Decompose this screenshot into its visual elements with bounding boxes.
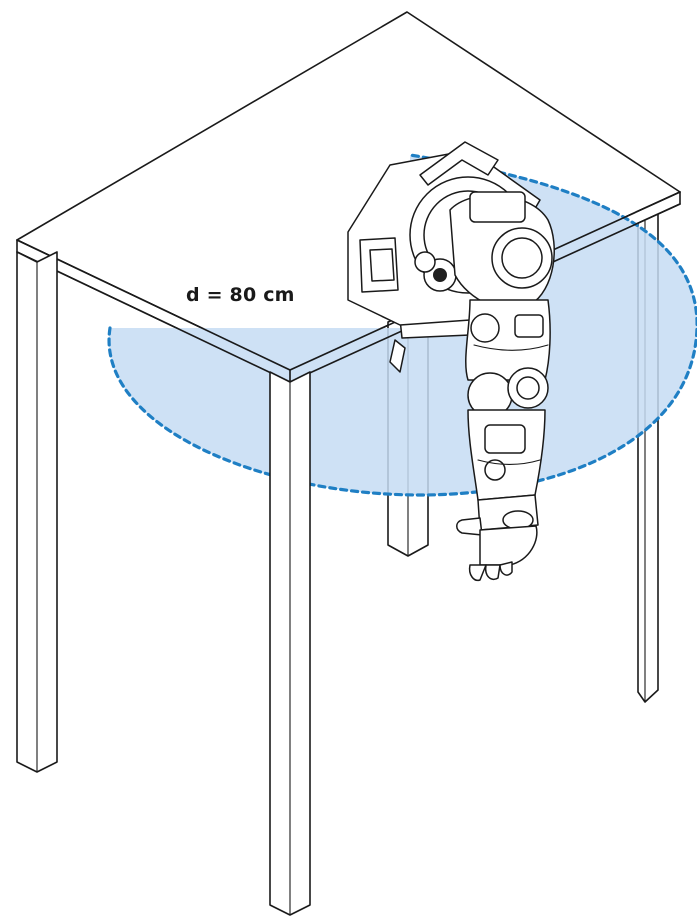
distance-label: d = 80 cm — [186, 284, 295, 306]
table-front-center-leg — [269, 371, 311, 916]
robot-arm-drawing — [347, 141, 555, 582]
table-front-left-leg — [16, 251, 58, 773]
